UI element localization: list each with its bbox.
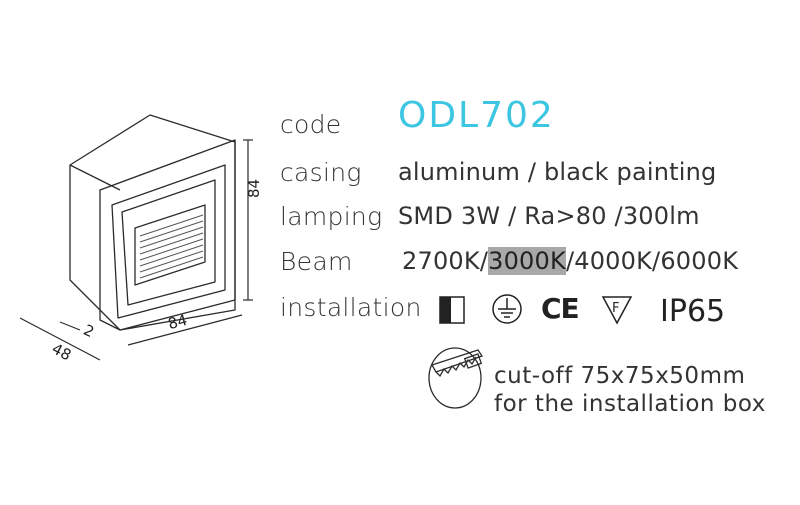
- beam-label: Beam: [280, 247, 353, 276]
- front-plate: [111, 164, 226, 319]
- ip-rating: IP65: [660, 294, 726, 329]
- beam-before: 2700K/: [402, 247, 489, 275]
- code-label: code: [280, 110, 342, 139]
- casing-label: casing: [280, 158, 362, 187]
- depth-dim-line: [19, 317, 101, 361]
- beam-highlighted: 3000K: [488, 247, 566, 275]
- louvre-lines: [139, 214, 204, 279]
- f-mark-text: F: [612, 301, 619, 316]
- height-dim-label: 84: [245, 178, 263, 198]
- casing-value: aluminum / black painting: [398, 158, 717, 186]
- cutoff-line1: cut-off 75x75x50mm: [494, 363, 746, 389]
- saw-icon: [428, 347, 484, 409]
- inner-face: [121, 179, 216, 306]
- beam-after: /4000K/6000K: [565, 247, 739, 275]
- code-value: ODL702: [398, 95, 555, 136]
- lamping-label: lamping: [280, 202, 383, 231]
- f-mark-icon: F: [601, 296, 633, 325]
- installation-label: installation: [280, 293, 422, 322]
- beam-value: 2700K/3000K/4000K/6000K: [402, 247, 738, 275]
- ce-mark-icon: CE: [541, 292, 580, 325]
- width-dim-line: [127, 314, 243, 346]
- louvre-recess: [134, 204, 206, 286]
- lamping-value: SMD 3W / Ra>80 /300lm: [398, 202, 700, 230]
- front-frame: [99, 139, 236, 331]
- cutoff-line2: for the installation box: [494, 391, 766, 417]
- earth-ground-icon: [492, 294, 522, 324]
- recessed-mount-icon: [439, 296, 465, 324]
